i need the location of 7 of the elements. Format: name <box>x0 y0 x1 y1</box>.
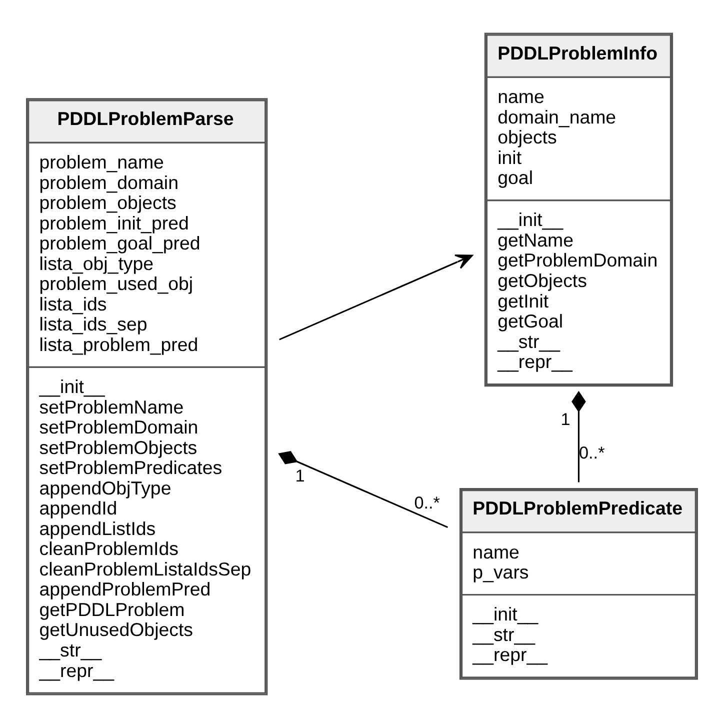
connector <box>572 390 586 482</box>
label: 1 <box>295 465 305 486</box>
label: 0..* <box>579 442 605 462</box>
arrow <box>279 254 473 340</box>
label: 1 <box>560 408 570 428</box>
connector <box>278 450 448 528</box>
label: 0..* <box>414 492 440 512</box>
